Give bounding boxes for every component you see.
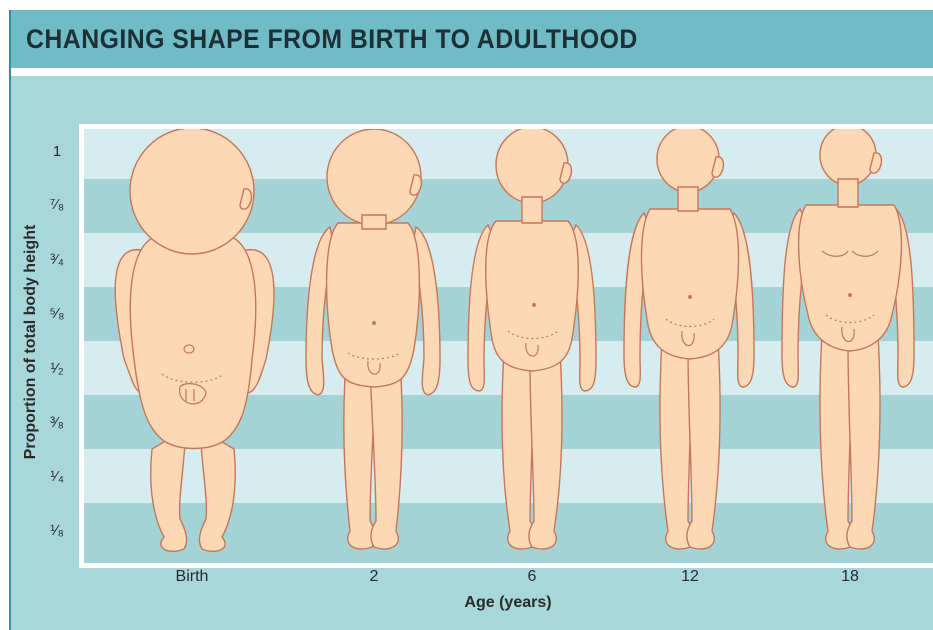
y-tick-1-4: ¹⁄₄ <box>40 468 74 485</box>
y-tick-1-8: ¹⁄₈ <box>40 522 74 539</box>
figure-birth <box>115 129 274 551</box>
x-tick-birth: Birth <box>152 568 232 586</box>
x-axis-title: Age (years) <box>418 594 598 612</box>
y-tick-5-8: ⁵⁄₈ <box>40 305 74 322</box>
x-tick-2: 2 <box>334 568 414 586</box>
left-rule <box>9 10 11 630</box>
figure-age-6 <box>468 129 596 549</box>
page-title: CHANGING SHAPE FROM BIRTH TO ADULTHOOD <box>26 24 638 55</box>
body-figures: .skin { fill:#fdd8b5; stroke:#c8765a; st… <box>84 129 933 558</box>
y-axis-title: Proportion of total body height <box>22 192 40 492</box>
title-bar: CHANGING SHAPE FROM BIRTH TO ADULTHOOD <box>10 10 933 72</box>
x-tick-12: 12 <box>650 568 730 586</box>
figure-age-18 <box>782 129 914 549</box>
figure-age-12 <box>624 129 754 549</box>
y-tick-7-8: ⁷⁄₈ <box>40 196 74 213</box>
x-tick-6: 6 <box>492 568 572 586</box>
y-tick-3-4: ³⁄₄ <box>40 251 74 268</box>
y-tick-1: 1 <box>40 143 74 160</box>
figure-age-2 <box>306 129 440 549</box>
x-tick-18: 18 <box>810 568 890 586</box>
top-margin <box>0 0 933 10</box>
y-tick-1-2: ¹⁄₂ <box>40 360 74 377</box>
y-tick-3-8: ³⁄₈ <box>40 414 74 431</box>
